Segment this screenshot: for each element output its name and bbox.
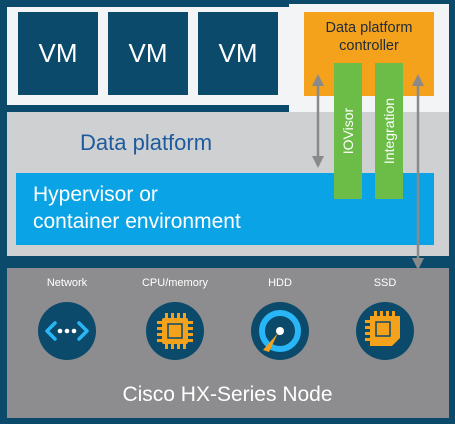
iovisor-bar: IOVisor: [334, 63, 362, 199]
hypervisor-label-line1: Hypervisor or: [33, 183, 158, 206]
cpu-memory-icon: [146, 302, 204, 360]
vm-box-1: VM: [18, 12, 98, 95]
vm-box-2: VM: [108, 12, 188, 95]
vm-label-1: VM: [38, 38, 78, 68]
vm-label-2: VM: [128, 38, 168, 68]
node-title: Cisco HX-Series Node: [122, 383, 333, 406]
hdd-label: HDD: [268, 277, 292, 289]
ssd-icon: [356, 302, 414, 360]
iovisor-label: IOVisor: [340, 107, 356, 155]
controller-label-line2: controller: [339, 38, 399, 54]
hypervisor-box: Hypervisor or container environment: [16, 173, 434, 245]
hypervisor-label-line2: container environment: [33, 210, 241, 233]
integration-label: Integration: [381, 97, 398, 165]
vm-box-3: VM: [198, 12, 278, 95]
ssd-label: SSD: [373, 277, 397, 289]
data-platform-controller: Data platform controller: [304, 12, 434, 96]
vm-label-3: VM: [218, 38, 258, 68]
data-platform-label: Data platform: [80, 130, 213, 155]
network-label: Network: [46, 277, 88, 289]
controller-label-line1: Data platform: [325, 20, 413, 36]
hdd-icon: [251, 302, 309, 360]
cpu-memory-label: CPU/memory: [141, 277, 208, 289]
integration-bar: Integration: [375, 63, 403, 199]
network-icon: [38, 302, 96, 360]
